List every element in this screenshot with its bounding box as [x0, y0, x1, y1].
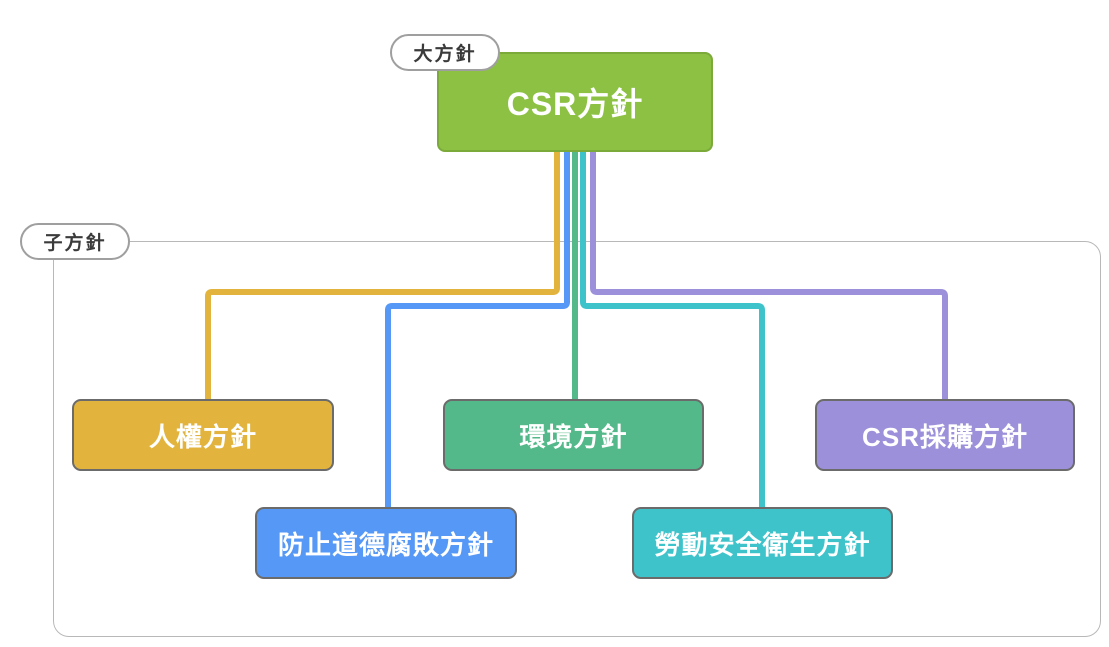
node-human-rights-policy: 人權方針: [72, 399, 334, 471]
connector-csr-procurement: [590, 152, 948, 400]
node-csr-procurement-policy-label: CSR採購方針: [862, 421, 1028, 452]
node-csr-policy-label: CSR方針: [506, 86, 644, 122]
node-human-rights-policy-label: 人權方針: [148, 421, 257, 452]
major-policy-tag-label: 大方針: [413, 44, 477, 65]
node-environment-policy: 環境方針: [443, 399, 704, 471]
connector-human-rights: [205, 152, 560, 400]
node-environment-policy-label: 環境方針: [519, 421, 628, 452]
node-csr-procurement-policy: CSR採購方針: [815, 399, 1075, 471]
connector-anti-corruption: [385, 152, 570, 508]
node-labor-safety-health-policy: 勞動安全衛生方針: [632, 507, 893, 579]
connector-labor-safety-health: [580, 152, 765, 508]
major-policy-tag: 大方針: [390, 34, 500, 71]
node-anti-corruption-policy: 防止道德腐敗方針: [255, 507, 517, 579]
sub-policy-tag: 子方針: [20, 223, 130, 260]
node-labor-safety-health-policy-label: 勞動安全衛生方針: [654, 529, 871, 560]
sub-policy-tag-label: 子方針: [43, 233, 107, 254]
node-anti-corruption-policy-label: 防止道德腐敗方針: [277, 529, 494, 560]
